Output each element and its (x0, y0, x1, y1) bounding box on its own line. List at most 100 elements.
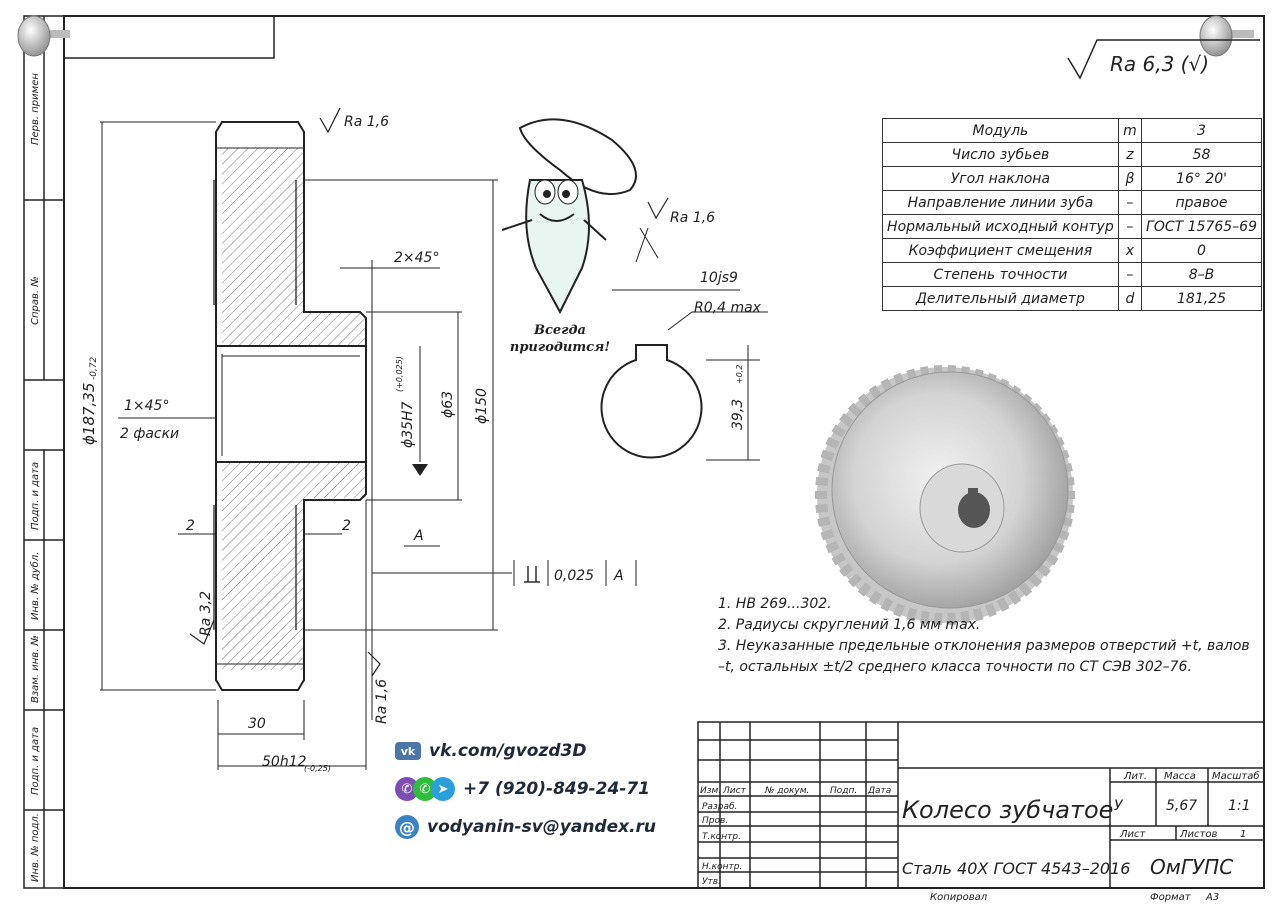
svg-text:5,67: 5,67 (1166, 798, 1197, 814)
svg-text:Пров.: Пров. (702, 816, 728, 826)
roughness-mark-left (189, 619, 215, 645)
contact-email[interactable]: @ vodyanin-sv@yandex.ru (395, 808, 656, 846)
svg-text:Разраб.: Разраб. (702, 802, 737, 812)
dia-bore-label: ϕ35H7 (400, 401, 416, 448)
svg-text:Листов: Листов (1179, 829, 1217, 840)
gear-tooth (868, 590, 883, 605)
parameter-row: Нормальный исходный контур–ГОСТ 15765–69 (882, 214, 1262, 239)
mascot-caption: Всегда пригодится! (509, 323, 611, 355)
note-2: 2. Радиусы скруглений 1,6 мм max. (718, 617, 981, 633)
gear-tooth (825, 436, 840, 450)
mascot-nail-icon (501, 118, 637, 315)
gear-tooth (893, 603, 906, 618)
gear-section-view (213, 121, 367, 691)
parameter-value: 3 (1141, 118, 1262, 143)
gear-tooth (960, 610, 970, 624)
dim-30: 30 (248, 716, 266, 732)
parameter-value: правое (1141, 190, 1262, 215)
phone-link[interactable]: +7 (920)-849-24-71 (463, 779, 650, 799)
organization: ОмГУПС (1150, 855, 1233, 879)
contacts-block: vk vk.com/gvozd3D ✆ ✆ ➤ +7 (920)-849-24-… (395, 732, 656, 846)
gear-tooth (933, 612, 943, 626)
parameter-symbol: x (1117, 238, 1143, 263)
stamp-podp-data-1: Подп. и дата (30, 462, 41, 530)
parameter-name: Модуль (882, 118, 1119, 143)
general-roughness: Ra 6,3 (√) (1067, 39, 1260, 80)
stamp-sprav-no: Справ. № (30, 276, 41, 325)
svg-text:Лист: Лист (1119, 829, 1147, 840)
email-icon: @ (395, 815, 419, 839)
parameter-value: 0 (1141, 238, 1262, 263)
parameter-symbol: m (1117, 118, 1143, 143)
svg-text:Т.контр.: Т.контр. (702, 832, 741, 842)
gear-tooth (1018, 582, 1033, 597)
svg-text:Масштаб: Масштаб (1212, 770, 1260, 782)
svg-text:А3: А3 (1205, 892, 1219, 903)
parameter-row: Направление линии зуба–правое (882, 190, 1262, 215)
svg-text:1:1: 1:1 (1228, 798, 1251, 814)
parameter-name: Нормальный исходный контур (882, 214, 1119, 239)
dia-outer-tol: -0,72 (89, 356, 99, 380)
svg-text:Лист: Лист (722, 786, 747, 796)
gear-tooth (880, 597, 894, 612)
dia-outer-label: ϕ187,35 (80, 383, 98, 445)
parameter-symbol: – (1117, 262, 1143, 287)
parameter-symbol: z (1117, 142, 1143, 167)
parameter-name: Степень точности (882, 262, 1119, 287)
dia-150-label: ϕ150 (474, 388, 490, 424)
datum-label: A (413, 528, 424, 544)
svg-text:Утв.: Утв. (702, 877, 721, 887)
ra-bottom-label: Ra 1,6 (374, 679, 390, 724)
telegram-icon: ➤ (431, 777, 455, 801)
dia-bore-tol: (+0,025) (395, 356, 404, 392)
roughness-mark-bottom (367, 651, 381, 677)
title-block-frame (697, 721, 1265, 889)
svg-text:+0,2: +0,2 (735, 365, 744, 384)
parameter-name: Направление линии зуба (882, 190, 1119, 215)
gear-tooth (815, 503, 829, 514)
gear-tooth (847, 402, 863, 417)
gear-tooth (815, 491, 827, 499)
chamfer-hub-label: 2×45° (394, 250, 439, 266)
stamp-inv-dubl: Инв. № дубл. (29, 552, 41, 620)
gear-tooth (920, 610, 930, 624)
svg-text:У: У (1114, 798, 1124, 814)
dimension-lines (100, 121, 512, 770)
svg-text:0,025: 0,025 (554, 568, 594, 584)
svg-text:Ra 6,3 (√): Ra 6,3 (√) (1110, 52, 1209, 76)
contact-phone[interactable]: ✆ ✆ ➤ +7 (920)-849-24-71 (395, 770, 656, 808)
email-link[interactable]: vodyanin-sv@yandex.ru (427, 817, 657, 837)
stamp-podp-data-2: Подп. и дата (30, 727, 41, 795)
chamfer-bore-label-1: 1×45° (124, 398, 169, 414)
stamp-vzam-inv: Взам. инв. № (30, 635, 41, 703)
svg-text:Изм.: Изм. (700, 786, 721, 796)
pin-right-icon (1199, 15, 1254, 57)
vk-link[interactable]: vk.com/gvozd3D (429, 741, 587, 761)
stamp-perv-primen: Перв. примен (30, 73, 41, 145)
gear-3d-render (815, 364, 1075, 626)
parameter-symbol: β (1117, 166, 1143, 191)
contact-vk[interactable]: vk vk.com/gvozd3D (395, 732, 656, 770)
gear-tooth (996, 597, 1010, 612)
gear-tooth (820, 449, 835, 462)
gear-tooth (1007, 590, 1022, 605)
parameter-row: Степень точности–8–В (882, 262, 1262, 287)
parameter-symbol: – (1117, 190, 1143, 215)
keyway-detail: Ra 1,6 10js9 R0,4 max 39,3 +0,2 (600, 197, 768, 461)
roughness-mark-top (319, 107, 341, 134)
svg-text:Подп.: Подп. (830, 786, 857, 796)
note-3-cont: –t, остальных ±t/2 среднего класса точно… (718, 659, 1192, 675)
tolerance-frame: 0,025 A (513, 560, 637, 586)
title-block-headers: Изм. Лист № докум. Подп. Дата Разраб. Пр… (700, 786, 891, 887)
dim-2-left: 2 (186, 518, 195, 534)
technical-notes: 1. НВ 269...302. 2. Радиусы скруглений 1… (718, 594, 1258, 678)
datum-mark (412, 464, 428, 476)
pin-left-icon (17, 15, 70, 57)
gear-tooth (817, 463, 831, 474)
svg-text:Ra 1,6: Ra 1,6 (670, 210, 715, 226)
